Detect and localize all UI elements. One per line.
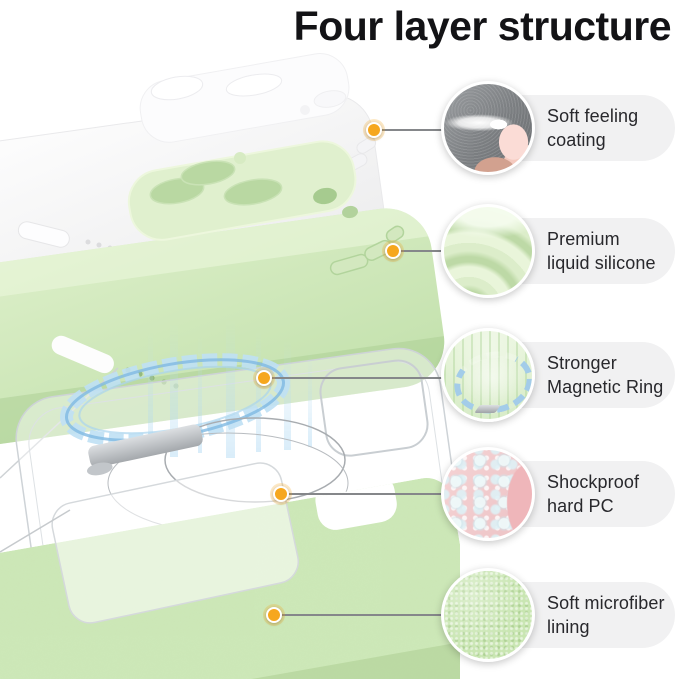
label-line: lining	[547, 617, 590, 637]
pc-clear-sheet	[51, 462, 299, 624]
exploded-case-illustration	[0, 53, 460, 679]
callout-label: Shockproof hard PC	[547, 470, 639, 518]
connector-line-coating	[374, 129, 448, 131]
callout-label: Soft feeling coating	[547, 104, 638, 152]
green-port-cutout	[51, 335, 114, 374]
white-mic-hole	[300, 105, 310, 115]
callout-label: Premium liquid silicone	[547, 227, 656, 275]
callout-shockproof-hard-pc: Shockproof hard PC	[441, 447, 677, 541]
green-lidar-hole	[313, 187, 337, 205]
microfiber-lining-layer	[0, 462, 460, 679]
callout-dot-microfiber	[266, 607, 282, 623]
label-line: Soft feeling	[547, 106, 639, 126]
callout-stronger-magnetic-ring: Stronger Magnetic Ring	[441, 328, 677, 422]
green-camera-lenses	[149, 160, 283, 206]
page-title: Four layer structure	[293, 3, 672, 49]
magnetic-ring-photo	[441, 328, 535, 422]
label-line: Premium	[547, 229, 620, 249]
sheet-edge-line	[0, 509, 71, 553]
connector-line-silicone	[393, 250, 448, 252]
label-line: Soft microfiber	[547, 593, 665, 613]
label-line: coating	[547, 130, 606, 150]
callout-soft-microfiber-lining: Soft microfiber lining	[441, 568, 677, 662]
white-camera-hole	[150, 75, 204, 101]
callout-premium-liquid-silicone: Premium liquid silicone	[441, 204, 677, 298]
pc-metal-bar	[86, 424, 203, 476]
magsafe-light-streaks	[148, 318, 312, 458]
callout-dot-pc	[273, 486, 289, 502]
connector-line-ring	[264, 377, 448, 379]
callout-dot-ring	[256, 370, 272, 386]
spray-coating-photo	[441, 81, 535, 175]
callout-soft-feeling-coating: Soft feeling coating	[441, 81, 677, 175]
microfiber-photo	[441, 568, 535, 662]
white-port-cutout	[17, 221, 70, 248]
pc-camera-cutout	[319, 359, 429, 457]
white-camera-hole	[225, 73, 283, 97]
white-camera-plateau	[139, 53, 350, 143]
connector-line-pc	[281, 493, 448, 495]
pc-beads-photo	[441, 447, 535, 541]
green-flash-hole	[234, 152, 246, 164]
label-line: Stronger	[547, 353, 617, 373]
liquid-silicone-photo	[441, 204, 535, 298]
label-line: Shockproof	[547, 472, 640, 492]
label-line: Magnetic Ring	[547, 377, 664, 397]
connector-line-microfiber	[274, 614, 448, 616]
callout-dot-coating	[366, 122, 382, 138]
white-side-button	[356, 137, 377, 154]
callout-label: Soft microfiber lining	[547, 591, 665, 639]
green-side-buttons	[329, 225, 405, 276]
callout-label: Stronger Magnetic Ring	[547, 351, 663, 399]
callout-dot-silicone	[385, 243, 401, 259]
green-mic-hole	[342, 205, 358, 219]
label-line: hard PC	[547, 496, 614, 516]
white-flash-hole	[313, 90, 347, 108]
silicone-case-layer	[0, 140, 451, 462]
label-line: liquid silicone	[547, 253, 656, 273]
